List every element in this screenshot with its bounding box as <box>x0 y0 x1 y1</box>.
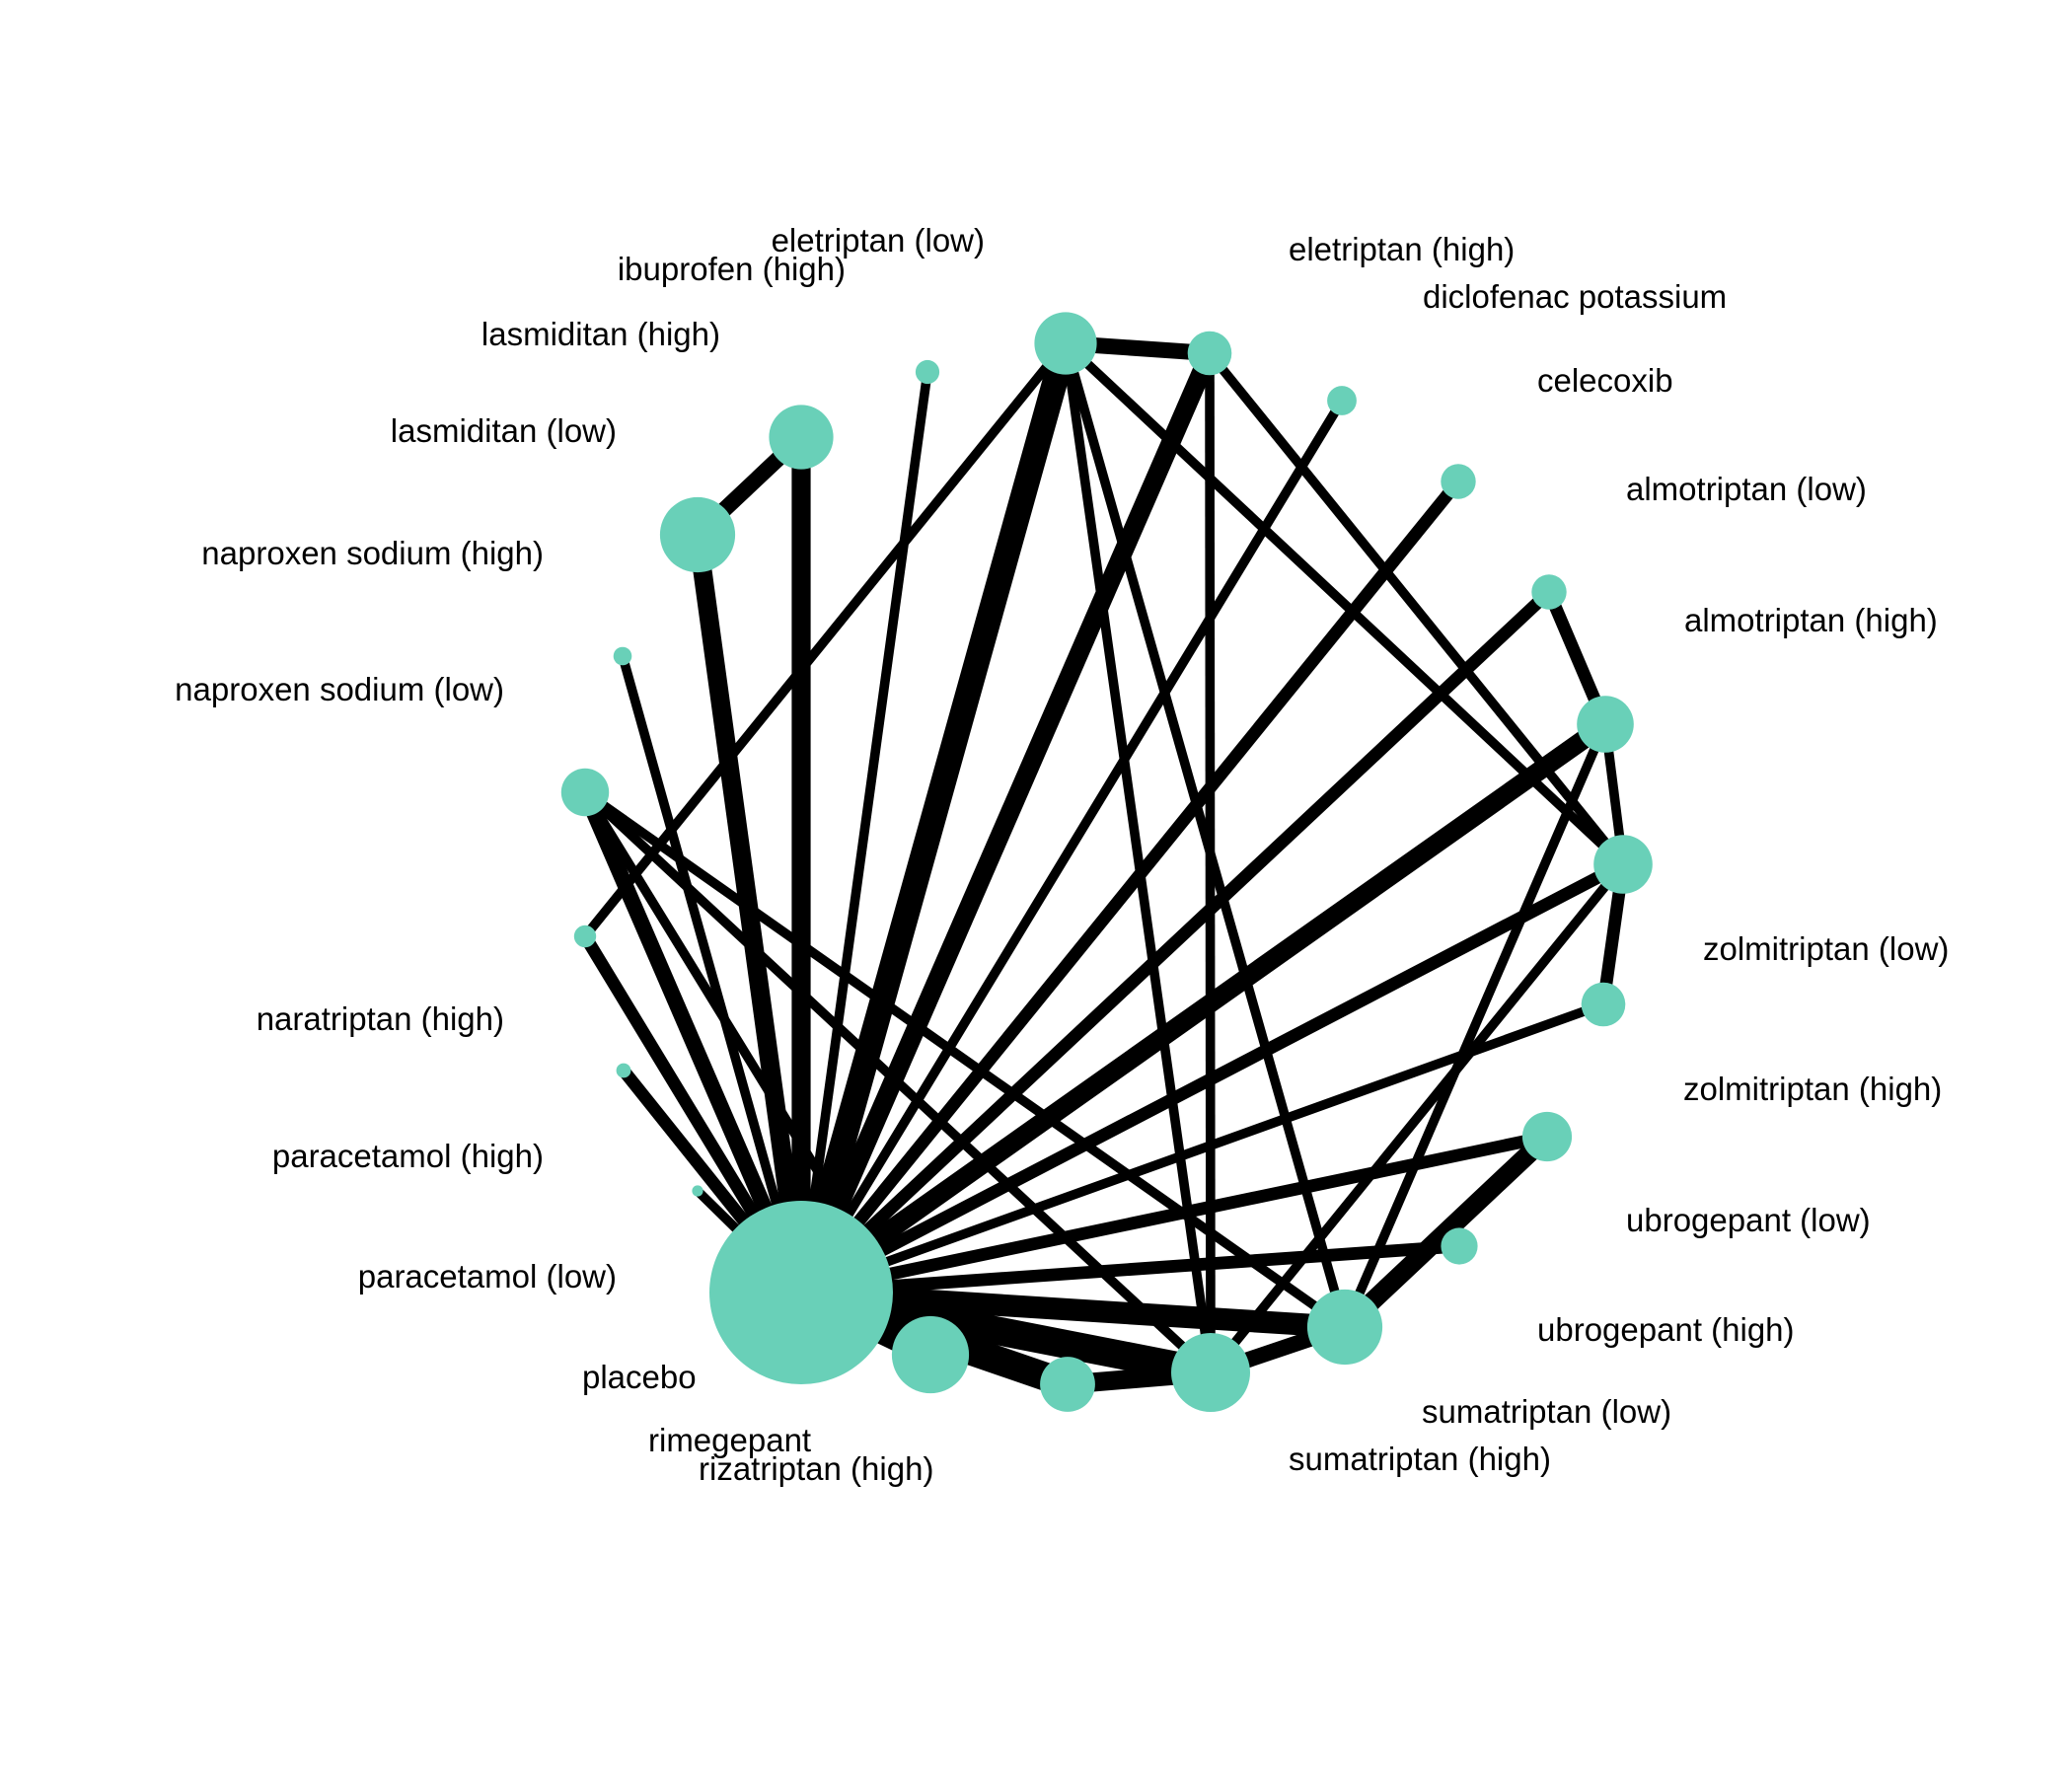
node-para_l <box>692 1185 703 1197</box>
edge-placebo-ubro_h <box>800 1239 1460 1299</box>
node-label-ele_l: eletriptan (low) <box>772 222 985 259</box>
node-almo_h <box>1577 696 1634 753</box>
node-label-nara_h: naratriptan (high) <box>257 1000 504 1037</box>
node-lasmi_h <box>769 405 834 470</box>
node-label-ubro_l: ubrogepant (low) <box>1626 1202 1871 1238</box>
node-label-napro_l: naproxen sodium (low) <box>175 671 504 707</box>
node-zolmi_h <box>1581 982 1626 1027</box>
node-ibu_h <box>915 359 940 385</box>
node-rimegepant <box>891 1315 970 1394</box>
edge-ele_l-zolmi_l <box>1062 339 1627 868</box>
node-label-ubro_h: ubrogepant (high) <box>1537 1311 1795 1348</box>
node-suma_h <box>1171 1333 1250 1412</box>
edge-placebo-ibu_h <box>796 371 932 1294</box>
node-label-zolmi_l: zolmitriptan (low) <box>1703 930 1949 967</box>
node-label-placebo: placebo <box>582 1359 697 1395</box>
node-zolmi_l <box>1593 835 1653 894</box>
node-label-almo_h: almotriptan (high) <box>1684 602 1938 638</box>
edge-suma_l-almo_h <box>1340 722 1610 1329</box>
node-label-diclo: diclofenac potassium <box>1423 278 1727 315</box>
node-label-para_h: paracetamol (high) <box>272 1138 544 1174</box>
edge-suma_l-ele_l <box>1061 341 1350 1329</box>
edge-placebo-almo_h <box>795 716 1611 1300</box>
node-napro_h <box>613 646 632 666</box>
node-layer <box>560 312 1653 1412</box>
edge-placebo-ubro_l <box>799 1130 1549 1299</box>
edge-ele_l-nara_h <box>581 339 1070 940</box>
node-ele_l <box>1034 312 1097 375</box>
node-celecoxib <box>1441 464 1476 499</box>
edge-placebo-diclo <box>796 398 1347 1295</box>
node-suma_l <box>1306 1289 1383 1366</box>
edge-placebo-celecoxib <box>796 477 1463 1297</box>
node-label-almo_l: almotriptan (low) <box>1626 471 1867 507</box>
node-diclo <box>1327 386 1357 415</box>
edge-placebo-almo_l <box>796 587 1554 1297</box>
edge-suma_l-ubro_l <box>1338 1130 1554 1334</box>
node-label-napro_h: naproxen sodium (high) <box>201 535 544 571</box>
node-label-ele_h: eletriptan (high) <box>1289 231 1515 267</box>
node-label-riza_h: rizatriptan (high) <box>699 1450 933 1487</box>
node-label-para_l: paracetamol (low) <box>358 1258 617 1295</box>
edge-suma_l-napro_l <box>582 788 1348 1331</box>
node-lasmi_l <box>659 496 736 573</box>
edge-placebo-napro_h <box>618 654 806 1295</box>
node-ele_h <box>1187 331 1232 376</box>
edge-placebo-ele_l <box>788 339 1078 1296</box>
node-placebo <box>709 1201 893 1384</box>
node-label-lasmi_h: lasmiditan (high) <box>481 316 720 352</box>
node-napro_l <box>560 768 610 817</box>
node-ubro_l <box>1521 1111 1573 1162</box>
node-riza_h <box>1040 1357 1095 1412</box>
node-almo_l <box>1531 574 1567 610</box>
edge-placebo-ele_h <box>792 349 1219 1296</box>
edge-suma_h-zolmi_l <box>1207 860 1627 1376</box>
node-ubro_h <box>1441 1227 1478 1265</box>
node-label-rimegepant: rimegepant <box>648 1422 811 1458</box>
node-para_h <box>616 1063 631 1078</box>
node-label-ibu_h: ibuprofen (high) <box>618 251 846 287</box>
node-label-celecoxib: celecoxib <box>1537 362 1673 399</box>
node-label-suma_h: sumatriptan (high) <box>1289 1441 1551 1477</box>
edge-suma_h-ele_l <box>1061 342 1216 1373</box>
edge-ele_h-zolmi_l <box>1206 349 1627 868</box>
node-label-lasmi_l: lasmiditan (low) <box>391 412 617 449</box>
edge-suma_h-napro_l <box>581 788 1215 1376</box>
node-label-suma_l: sumatriptan (low) <box>1422 1393 1671 1430</box>
node-label-zolmi_h: zolmitriptan (high) <box>1683 1071 1942 1107</box>
node-nara_h <box>573 925 597 948</box>
